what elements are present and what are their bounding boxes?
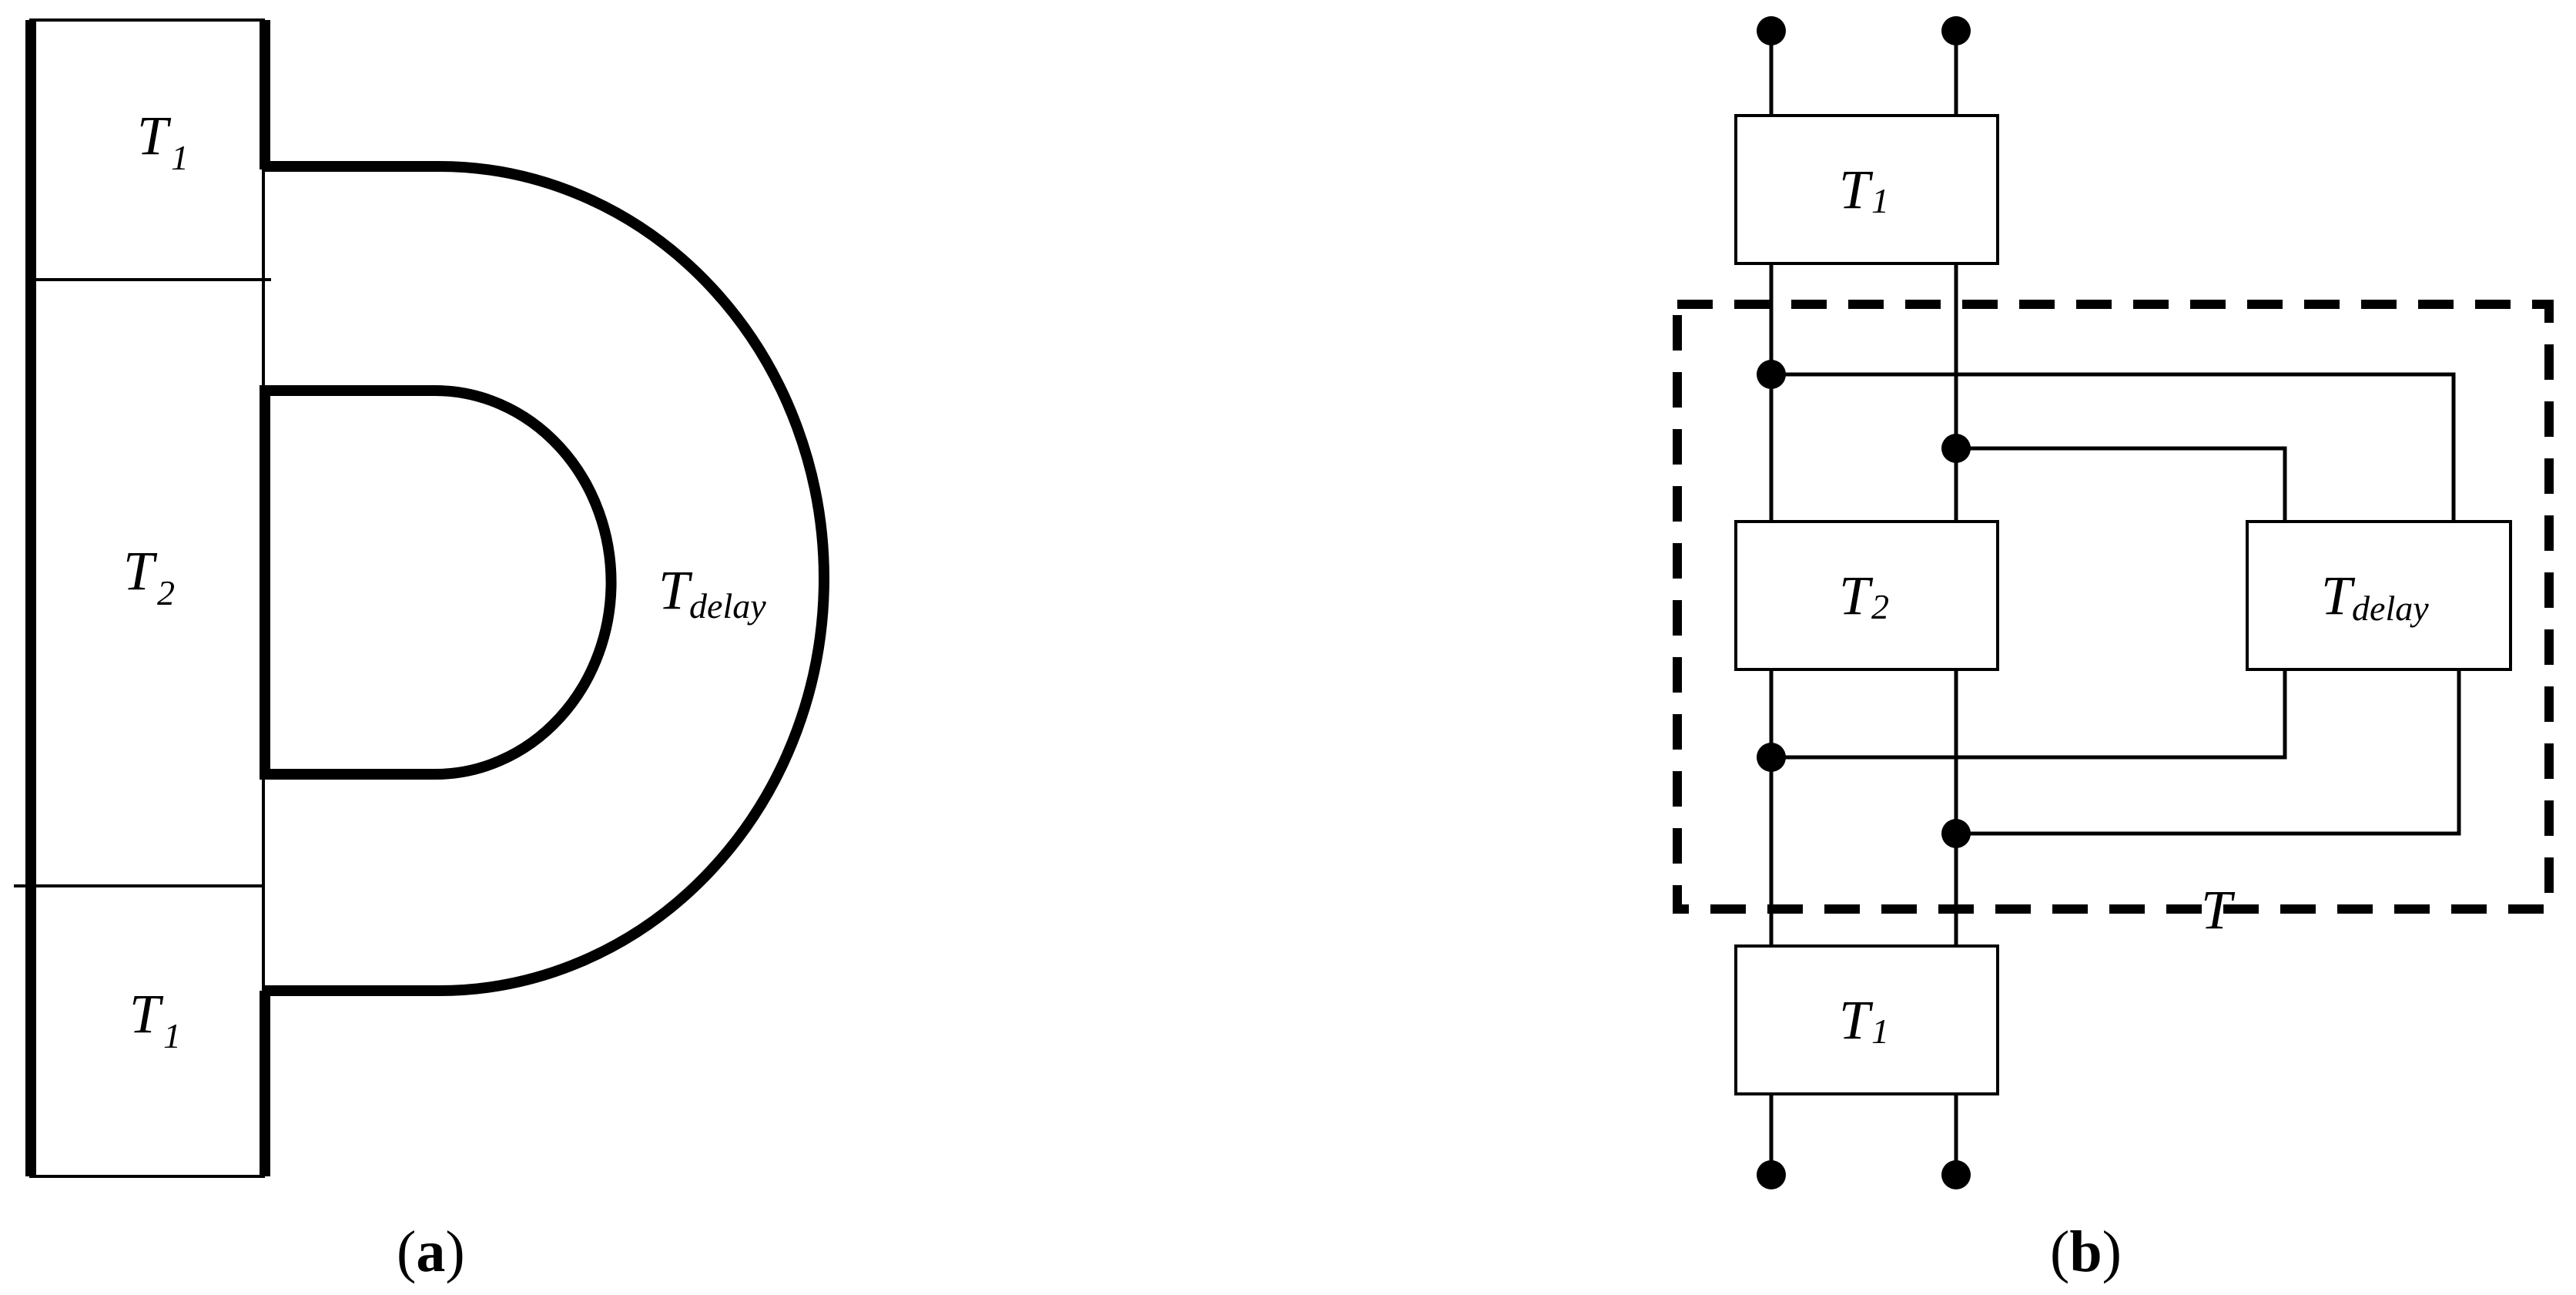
diagram-b-junction-2 [1941,434,1971,463]
diagram-b-box-t1-bottom [1734,944,1999,1095]
diagram-b-terminal-bottom-left [1757,1160,1786,1189]
diagram-b: T1 T2 Tdelay T1 T (b) [1673,16,2554,1284]
diagram-b-terminal-top-left [1757,16,1786,45]
diagram-b-box-tdelay [2246,520,2512,671]
diagram-b-terminal-top-right [1941,16,1971,45]
diagram-b-junction-3 [1757,743,1786,772]
diagram-a-caption: (a) [397,1220,465,1284]
diagram-b-label-t2: T2 [1839,565,1889,626]
diagram-a-label-tdelay: Tdelay [658,559,766,626]
diagram-a-label-t2: T2 [123,540,175,612]
diagram-a-outer-arc [265,161,829,996]
diagram-b-junction-1 [1757,360,1786,389]
diagram-b-terminal-bottom-right [1941,1160,1971,1189]
diagram-b-junction-4 [1941,819,1971,848]
diagram-b-caption: (b) [2050,1220,2122,1284]
diagram-b-box-t2 [1734,520,1999,671]
diagram-b-group-boundary [1673,300,2554,914]
diagram-a: T1 T2 T1 Tdelay (a) [14,18,829,1284]
diagram-b-label-t1-bottom: T1 [1839,989,1889,1051]
diagram-a-label-t1-bottom: T1 [129,983,181,1055]
diagram-b-label-tdelay: Tdelay [2321,565,2429,628]
diagram-b-wire-tdelay-top-left [1956,446,2287,522]
diagram-b-wire-tdelay-bottom-left [1771,669,2287,760]
diagram-b-label-t1-top: T1 [1839,159,1889,220]
diagram-b-box-t1-top [1734,114,1999,265]
diagram-b-wire-tdelay-top-right [1771,372,2456,522]
diagram-b-group-label: T [2201,879,2236,941]
diagram-b-wire-tdelay-bottom-right [1956,669,2461,836]
diagram-a-inner-arc [260,385,617,780]
diagram-a-label-t1-top: T1 [137,105,189,177]
